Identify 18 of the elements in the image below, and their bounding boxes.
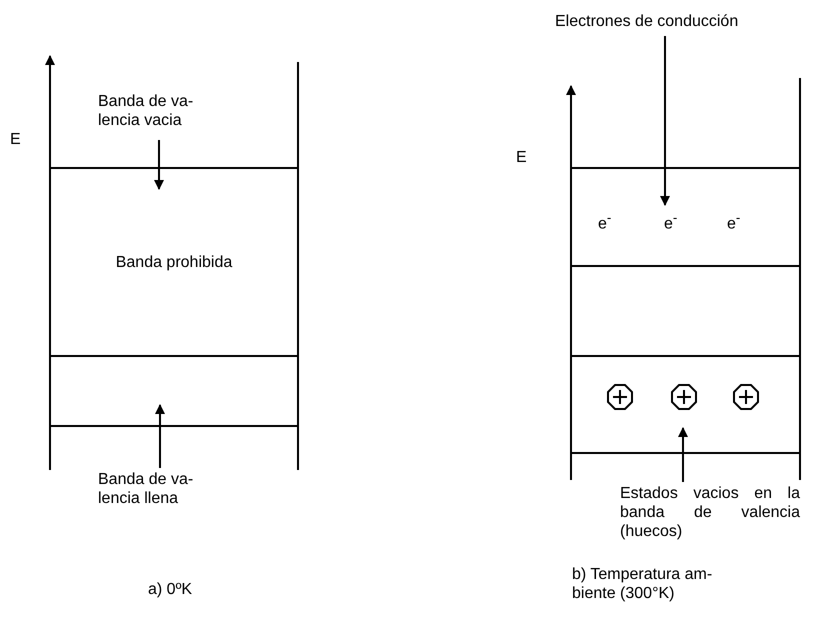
arrow bbox=[678, 427, 688, 482]
electron-symbol: e$^{-}$ bbox=[664, 209, 678, 234]
arrow bbox=[154, 140, 164, 190]
electron-symbol: e$^{-}$ bbox=[727, 209, 740, 234]
callout-text: Banda de va- lencia vacia bbox=[98, 92, 194, 130]
valence-band bbox=[50, 355, 298, 427]
arrow bbox=[155, 404, 165, 468]
callout-text: Electrones de conducción bbox=[555, 12, 740, 31]
caption-text: b) Temperatura am- biente (300°K) bbox=[572, 565, 714, 603]
electron-symbol: e$^{-}$ bbox=[598, 209, 612, 234]
callout-text: Banda de va- lencia llena bbox=[98, 470, 194, 508]
arrow bbox=[660, 36, 670, 206]
valence-band bbox=[571, 355, 800, 454]
callout-text: Estados vacios en la banda de valencia (huecos) bbox=[620, 484, 800, 541]
axis-label: E bbox=[516, 148, 527, 167]
band-label: Banda prohibida bbox=[116, 252, 232, 272]
caption-text: a) 0ºK bbox=[148, 580, 192, 599]
axis-label: E bbox=[10, 130, 21, 149]
